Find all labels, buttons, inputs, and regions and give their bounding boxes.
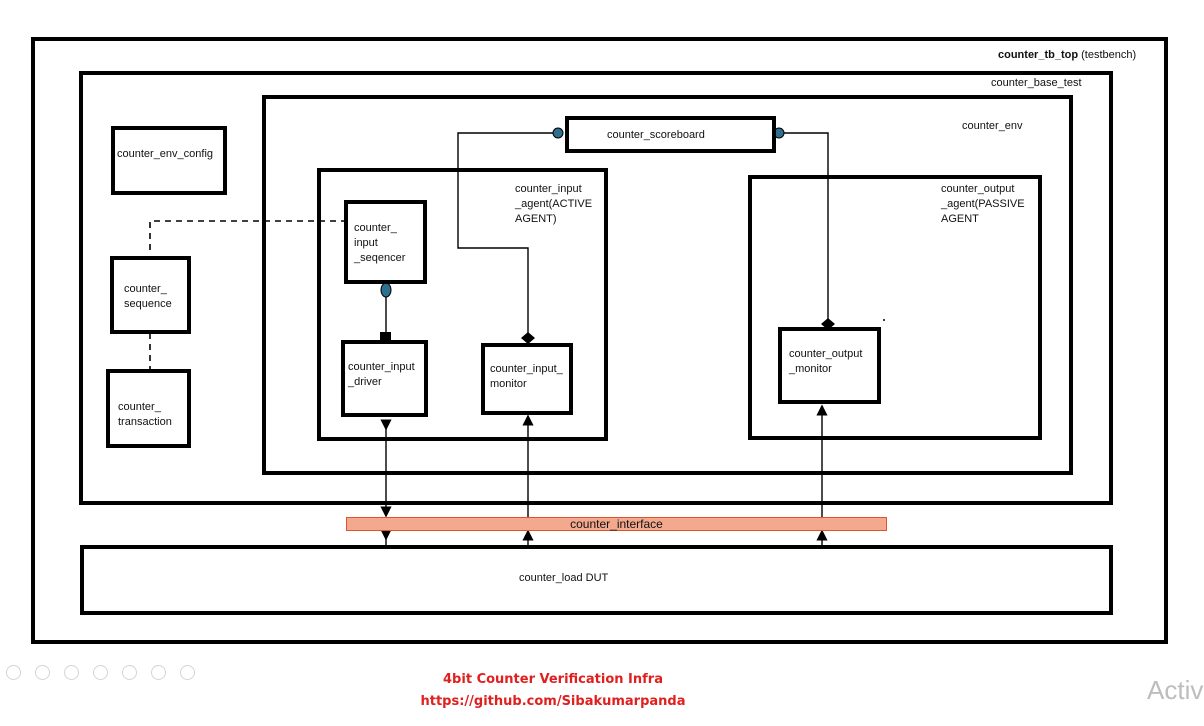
dut-label: counter_load DUT	[519, 572, 609, 584]
slide-dot	[122, 665, 137, 680]
scoreboard-input-monitor-link	[457, 132, 558, 340]
env-box	[262, 95, 1073, 475]
slide-dot	[151, 665, 166, 680]
env-config-box	[111, 126, 227, 195]
output-monitor-box	[778, 327, 881, 404]
input-driver-label: counter_input _driver	[348, 361, 415, 388]
caption-title: 4bit Counter Verification Infra	[443, 672, 663, 687]
transaction-box	[106, 369, 191, 448]
sequence-sequencer-dashed-link	[149, 220, 344, 250]
tb-top-label: counter_tb_top (testbench)	[998, 48, 1136, 63]
driver-port	[380, 332, 391, 343]
tb-top-box	[31, 37, 1168, 644]
tb-top-title: counter_tb_top	[998, 49, 1079, 61]
input-agent-box	[317, 168, 608, 441]
output-agent-box	[748, 175, 1042, 440]
input-monitor-box	[481, 343, 573, 415]
scoreboard-box	[565, 116, 776, 153]
transaction-label: counter_ transaction	[118, 401, 172, 428]
scoreboard-port-left	[552, 127, 564, 139]
scoreboard-label: counter_scoreboard	[607, 129, 705, 141]
caption-url: https://github.com/Sibakumarpanda	[420, 694, 686, 709]
dut-box	[80, 545, 1113, 615]
slide-dots	[6, 665, 209, 685]
sequence-box	[110, 256, 191, 334]
sequence-label: counter_ sequence	[124, 283, 172, 310]
base-test-label: counter_base_test	[991, 77, 1082, 89]
slide-dot	[6, 665, 21, 680]
input-monitor-port	[521, 332, 535, 344]
input-monitor-label: counter_input_ monitor	[490, 363, 563, 390]
slide-dot	[64, 665, 79, 680]
slide-dot	[93, 665, 108, 680]
activate-windows-watermark: Activ	[1147, 675, 1204, 705]
interface-bar: counter_interface	[346, 517, 887, 531]
sequencer-label: counter_ input _seqencer	[354, 222, 406, 264]
slide-dot	[35, 665, 50, 680]
tb-top-suffix: (testbench)	[1081, 49, 1137, 61]
env-config-label: counter_env_config	[117, 148, 214, 160]
scoreboard-output-monitor-link	[778, 132, 829, 322]
output-monitor-label: counter_output _monitor	[789, 348, 863, 375]
input-driver-box	[341, 340, 428, 417]
sequencer-box	[344, 200, 427, 284]
input-agent-label: counter_input _agent(ACTIVE AGENT)	[515, 183, 593, 225]
stray-dot	[883, 319, 885, 321]
slide-dot	[180, 665, 195, 680]
env-label: counter_env	[962, 120, 1023, 132]
output-agent-label: counter_output _agent(PASSIVE AGENT	[941, 183, 1025, 225]
base-test-box	[79, 71, 1113, 505]
